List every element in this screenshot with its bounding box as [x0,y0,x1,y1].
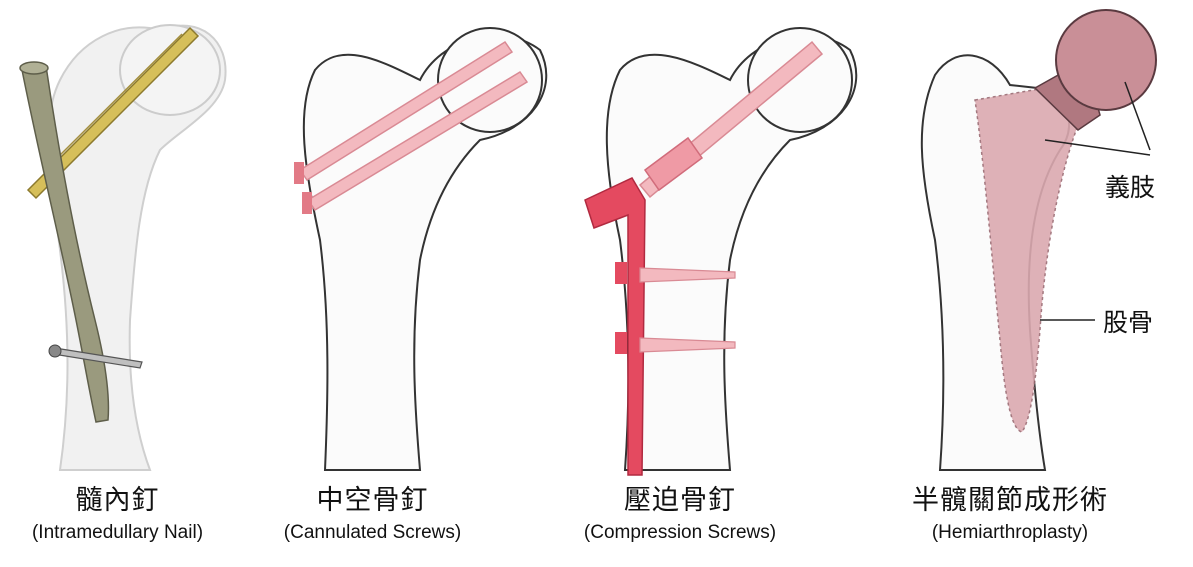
caption-en: (Cannulated Screws) [250,521,495,545]
caption-zh: 髓內釘 [0,485,235,517]
caption-en: (Intramedullary Nail) [0,521,235,545]
panel-hemiarthroplasty [922,10,1156,470]
caption-zh: 中空骨釘 [250,485,495,517]
panel-intramedullary-nail [20,25,226,470]
caption-en: (Compression Screws) [545,521,815,545]
caption-zh: 壓迫骨釘 [545,485,815,517]
prosthesis-head [1056,10,1156,110]
side-plate [585,178,645,475]
caption-cannulated-screws: 中空骨釘 (Cannulated Screws) [250,485,495,545]
panel-compression-screws [585,28,856,475]
femur-label: 股骨 [1103,303,1153,339]
caption-hemiarthroplasty: 半髖關節成形術 (Hemiarthroplasty) [880,485,1140,545]
caption-en: (Hemiarthroplasty) [880,521,1140,545]
panel-cannulated-screws [294,28,546,470]
caption-compression-screws: 壓迫骨釘 (Compression Screws) [545,485,815,545]
femoral-head-3 [748,28,852,132]
femoral-head-1 [120,25,220,115]
caption-zh: 半髖關節成形術 [880,485,1140,517]
nail-cap [20,62,48,74]
prosthesis-label: 義肢 [1105,168,1155,204]
caption-intramedullary-nail: 髓內釘 (Intramedullary Nail) [0,485,235,545]
